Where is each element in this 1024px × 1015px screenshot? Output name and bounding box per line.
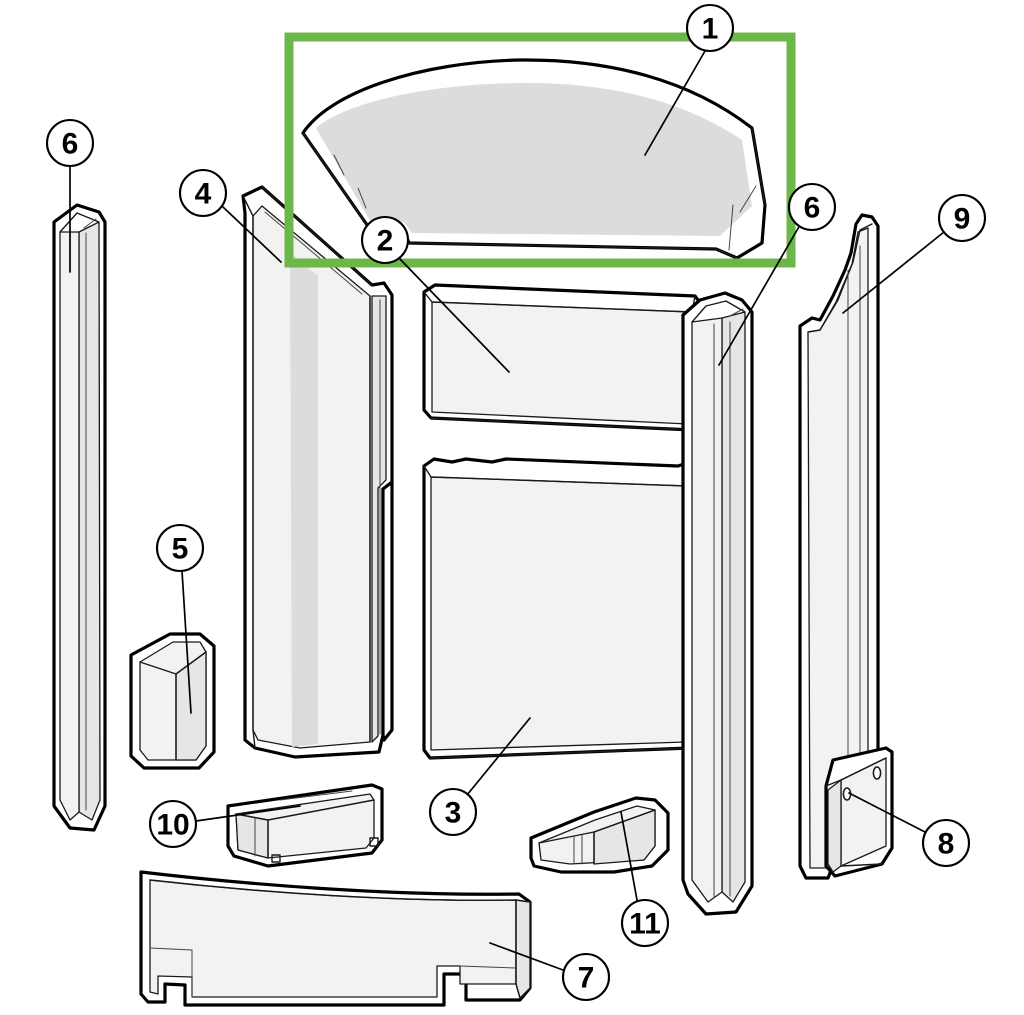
leader-3 — [466, 717, 531, 796]
callout-2[interactable]: 2 — [360, 215, 410, 265]
callout-circle-2[interactable] — [360, 215, 410, 265]
part-7-curved-base-plate[interactable] — [139, 870, 532, 1007]
leader-5 — [181, 570, 192, 714]
part-4-left-side-panel[interactable] — [241, 185, 394, 759]
callout-circle-4[interactable] — [178, 168, 228, 218]
leader-6-right — [718, 224, 801, 366]
part-6-left-corner-post[interactable] — [52, 203, 107, 832]
part-3-lower-rear-panel[interactable] — [422, 457, 696, 760]
part-8-mounting-bracket[interactable] — [824, 746, 894, 878]
selection-highlight[interactable] — [284, 32, 796, 268]
leader-10 — [195, 805, 301, 822]
leader-8 — [848, 792, 926, 833]
callout-circle-3[interactable] — [428, 787, 478, 837]
part-11-wedge-block[interactable] — [529, 796, 670, 874]
leader-4 — [222, 206, 282, 263]
callout-8[interactable]: 8 — [921, 818, 971, 868]
callout-circle-8[interactable] — [921, 818, 971, 868]
callout-5[interactable]: 5 — [155, 523, 205, 573]
callout-4[interactable]: 4 — [178, 168, 228, 218]
leader-7 — [489, 942, 564, 971]
callout-3[interactable]: 3 — [428, 787, 478, 837]
leader-1 — [644, 50, 706, 156]
callout-10[interactable]: 10 — [148, 799, 198, 849]
callout-circle-6-right[interactable] — [787, 182, 837, 232]
callout-11[interactable]: 11 — [620, 898, 670, 948]
callout-circle-9[interactable] — [937, 193, 987, 243]
part-5-small-block[interactable] — [129, 632, 216, 770]
leader-2 — [398, 257, 510, 373]
callout-9[interactable]: 9 — [937, 193, 987, 243]
callout-7[interactable]: 7 — [561, 952, 611, 1002]
part-1-top-baffle-dome[interactable] — [301, 58, 767, 260]
callout-6-right[interactable]: 6 — [787, 182, 837, 232]
callout-circle-5[interactable] — [155, 523, 205, 573]
callout-6-left[interactable]: 6 — [45, 118, 95, 168]
callout-circle-7[interactable] — [561, 952, 611, 1002]
callout-1[interactable]: 1 — [685, 3, 735, 53]
callout-circle-11[interactable] — [620, 898, 670, 948]
leader-9 — [842, 231, 945, 314]
callout-circle-6-left[interactable] — [45, 118, 95, 168]
part-10-horizontal-bar[interactable] — [226, 783, 384, 868]
callout-circle-10[interactable] — [148, 799, 198, 849]
part-6-right-corner-post[interactable] — [681, 291, 754, 916]
part-9-right-side-panel[interactable] — [798, 213, 880, 880]
callout-circle-1[interactable] — [685, 3, 735, 53]
leader-11 — [620, 811, 638, 901]
part-2-upper-rear-panel[interactable] — [422, 283, 700, 432]
leader-lines — [69, 50, 945, 971]
